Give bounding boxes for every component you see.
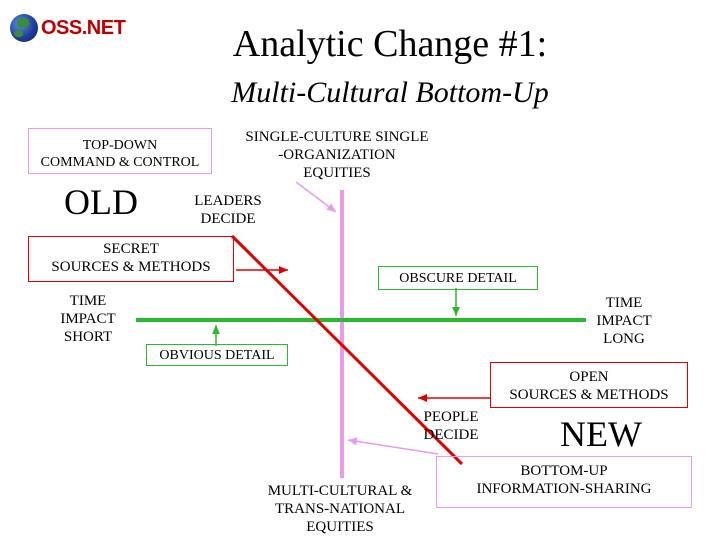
single-culture-line-2: -ORGANIZATION: [278, 147, 396, 163]
globe-icon: [10, 14, 38, 42]
open-line-2: SOURCES & METHODS: [509, 387, 669, 403]
multicultural-line-3: EQUITIES: [306, 519, 374, 535]
bottomup-box: [436, 456, 692, 508]
multicultural-line-2: TRANS-NATIONAL: [275, 501, 405, 517]
multicultural-label: MULTI-CULTURAL & TRANS-NATIONAL EQUITIES: [248, 482, 432, 536]
bottomup-label: BOTTOM-UP INFORMATION-SHARING: [436, 462, 692, 498]
obvious-label: OBVIOUS DETAIL: [159, 348, 275, 363]
new-label: NEW: [560, 414, 642, 454]
pink-arrow-top: [295, 181, 337, 213]
slide-title: Analytic Change #1:: [232, 23, 548, 65]
open-label: OPEN SOURCES & METHODS: [490, 368, 688, 404]
topdown-label: TOP-DOWN COMMAND & CONTROL: [28, 137, 212, 171]
leaders-decide-label: LEADERS DECIDE: [180, 192, 276, 228]
time-short-line-2: IMPACT: [60, 311, 116, 327]
secret-line-2: SOURCES & METHODS: [51, 259, 211, 275]
diagonal-line: [230, 234, 464, 466]
time-long-line-2: IMPACT: [596, 313, 652, 329]
topdown-box: [28, 128, 212, 174]
time-long-line-1: TIME: [605, 295, 643, 311]
time-short-line-3: SHORT: [63, 329, 113, 345]
time-long-line-3: LONG: [603, 331, 645, 347]
bottomup-line-2: INFORMATION-SHARING: [476, 481, 652, 497]
secret-line-1: SECRET: [103, 241, 159, 257]
obscure-label: OBSCURE DETAIL: [399, 271, 517, 286]
people-line-2: DECIDE: [423, 427, 479, 443]
single-culture-line-1: SINGLE-CULTURE SINGLE: [245, 129, 429, 145]
secret-box: [28, 236, 234, 282]
slide-subtitle: Multi-Cultural Bottom-Up: [231, 76, 549, 109]
leaders-line-1: LEADERS: [194, 193, 262, 209]
old-label: OLD: [64, 182, 138, 222]
time-long-label: TIME IMPACT LONG: [584, 294, 664, 348]
people-line-1: PEOPLE: [423, 409, 479, 425]
obvious-box: [146, 344, 288, 366]
topdown-line-1: TOP-DOWN: [82, 138, 158, 153]
time-short-label: TIME IMPACT SHORT: [44, 292, 132, 346]
time-short-line-1: TIME: [69, 293, 107, 309]
multicultural-line-1: MULTI-CULTURAL &: [267, 483, 413, 499]
obscure-box: [378, 266, 538, 290]
oss-net-logo: OSS.NET: [10, 10, 140, 46]
single-culture-label: SINGLE-CULTURE SINGLE -ORGANIZATION EQUI…: [222, 128, 452, 182]
open-line-1: OPEN: [569, 369, 609, 385]
leaders-line-2: DECIDE: [200, 211, 256, 227]
open-box: [490, 362, 688, 408]
pink-arrow-bottom: [347, 437, 439, 455]
topdown-line-2: COMMAND & CONTROL: [40, 155, 200, 170]
single-culture-line-3: EQUITIES: [303, 165, 371, 181]
secret-label: SECRET SOURCES & METHODS: [28, 240, 234, 276]
bottomup-line-1: BOTTOM-UP: [520, 463, 608, 479]
people-decide-label: PEOPLE DECIDE: [408, 408, 494, 444]
logo-text: OSS.NET: [41, 16, 126, 39]
